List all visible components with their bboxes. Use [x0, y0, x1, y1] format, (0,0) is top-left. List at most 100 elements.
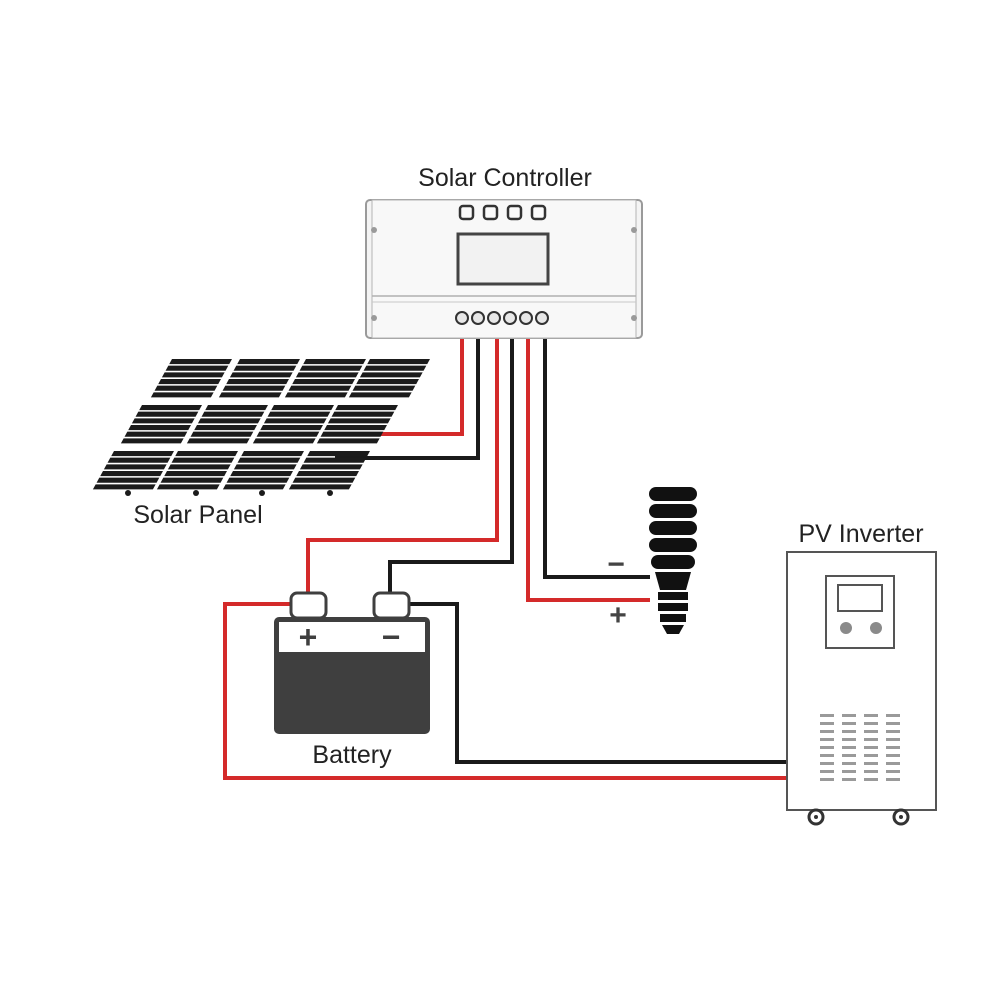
panel-cell-strip [307, 451, 370, 457]
inverter-vent-slot [820, 762, 834, 765]
cfl-bulb-icon: − + [607, 487, 697, 634]
inverter-vent-slot [820, 746, 834, 749]
panel-cell-strip [271, 405, 334, 411]
inverter-vent-slot [842, 722, 856, 725]
panel-cell-strip [164, 471, 227, 477]
inverter-vent-slot [886, 762, 900, 765]
panel-cell-strip [288, 385, 352, 391]
panel-cell-strip [363, 365, 427, 371]
battery-icon: + − Battery [274, 591, 430, 769]
panel-cell-strip [316, 438, 380, 444]
controller-terminals [455, 311, 549, 325]
panel-cell-strip [161, 372, 225, 378]
wires [223, 338, 788, 780]
panel-cell-strip [194, 425, 257, 431]
load-negative-sign: − [607, 548, 625, 581]
solar-panel-icon: Solar Panel [92, 359, 430, 529]
inverter-vent-slot [842, 770, 856, 773]
panel-cell-strip [260, 425, 323, 431]
panel-cell-strip [284, 392, 348, 398]
panel-cell-strip [263, 418, 327, 424]
panel-cell-strip [169, 359, 232, 365]
panel-cell-strip [320, 431, 384, 437]
panel-frame-dot [259, 490, 265, 496]
panel-cell-strip [100, 471, 163, 477]
panel-cell-strip [299, 365, 363, 371]
wire-inverter-negative [407, 602, 788, 764]
inverter-vent-slot [886, 778, 900, 781]
inverter-vent-slot [820, 722, 834, 725]
wire-panel-positive [355, 338, 464, 436]
panel-cell-strip [352, 385, 416, 391]
inverter-label: PV Inverter [798, 520, 923, 548]
panel-cell-strip [139, 405, 202, 411]
panel-cell-strip [131, 418, 195, 424]
panel-cell-strip [356, 379, 419, 385]
panel-cell-strip [327, 418, 391, 424]
inverter-vent-slot [864, 754, 878, 757]
panel-cell-strip [348, 392, 412, 398]
inverter-vent-slot [820, 738, 834, 741]
panel-label: Solar Panel [133, 501, 262, 529]
panel-cell-strip [331, 411, 395, 417]
panel-cell-strip [296, 471, 359, 477]
panel-cell-strip [226, 379, 289, 385]
panel-cell-strip [201, 411, 265, 417]
inverter-vent-slot [886, 754, 900, 757]
inverter-vent-slot [842, 778, 856, 781]
inverter-vent-slot [820, 714, 834, 717]
panel-cell-strip [205, 405, 268, 411]
panel-cell-strip [233, 365, 297, 371]
panel-cell-strip [256, 431, 320, 437]
panel-cell-strip [252, 438, 316, 444]
controller-display [456, 232, 550, 286]
panel-cell-strip [120, 438, 184, 444]
panel-cell-strip [186, 438, 250, 444]
panel-cell-strip [92, 484, 156, 490]
inverter-vent-slot [842, 762, 856, 765]
controller-buttons [458, 204, 547, 221]
panel-cell-strip [229, 372, 293, 378]
panel-cell-strip [103, 464, 167, 470]
panel-cell-strip [295, 372, 359, 378]
panel-cell-strip [175, 451, 238, 457]
inverter-vent-slot [842, 754, 856, 757]
battery-positive-sign: + [299, 619, 318, 655]
inverter-vent-slot [820, 730, 834, 733]
solar-controller-icon: Solar Controller [365, 164, 643, 339]
panel-cell-strip [324, 425, 387, 431]
panel-cell-strip [335, 405, 398, 411]
inverter-vent-slot [886, 770, 900, 773]
panel-cell-strip [222, 385, 286, 391]
wire-inverter-positive [223, 602, 788, 780]
panel-cell-strip [237, 359, 300, 365]
panel-cell-strip [135, 411, 199, 417]
panel-cell-strip [111, 451, 174, 457]
panel-cell-strip [160, 477, 224, 483]
panel-cell-strip [303, 457, 367, 463]
panel-cell-strip [230, 471, 293, 477]
panel-cell-strip [96, 477, 160, 483]
panel-cell-strip [292, 477, 356, 483]
battery-label: Battery [312, 741, 392, 769]
inverter-vent-slot [886, 738, 900, 741]
panel-cell-strip [267, 411, 331, 417]
panel-cell-strip [222, 484, 286, 490]
inverter-vent-slot [864, 770, 878, 773]
panel-cell-strip [367, 359, 430, 365]
panel-cell-strip [128, 425, 191, 431]
panel-frame-dot [125, 490, 131, 496]
inverter-vent-slot [864, 722, 878, 725]
inverter-vent-slot [886, 722, 900, 725]
battery-negative-sign: − [382, 619, 401, 655]
panel-cell-strip [158, 379, 221, 385]
wire-load-positive [526, 338, 650, 602]
inverter-vent-slot [864, 778, 878, 781]
inverter-icon: PV Inverter [786, 520, 937, 826]
panel-cell-strip [124, 431, 188, 437]
panel-cell-strip [303, 359, 366, 365]
panel-cell-strip [237, 457, 301, 463]
load-positive-sign: + [609, 599, 627, 632]
